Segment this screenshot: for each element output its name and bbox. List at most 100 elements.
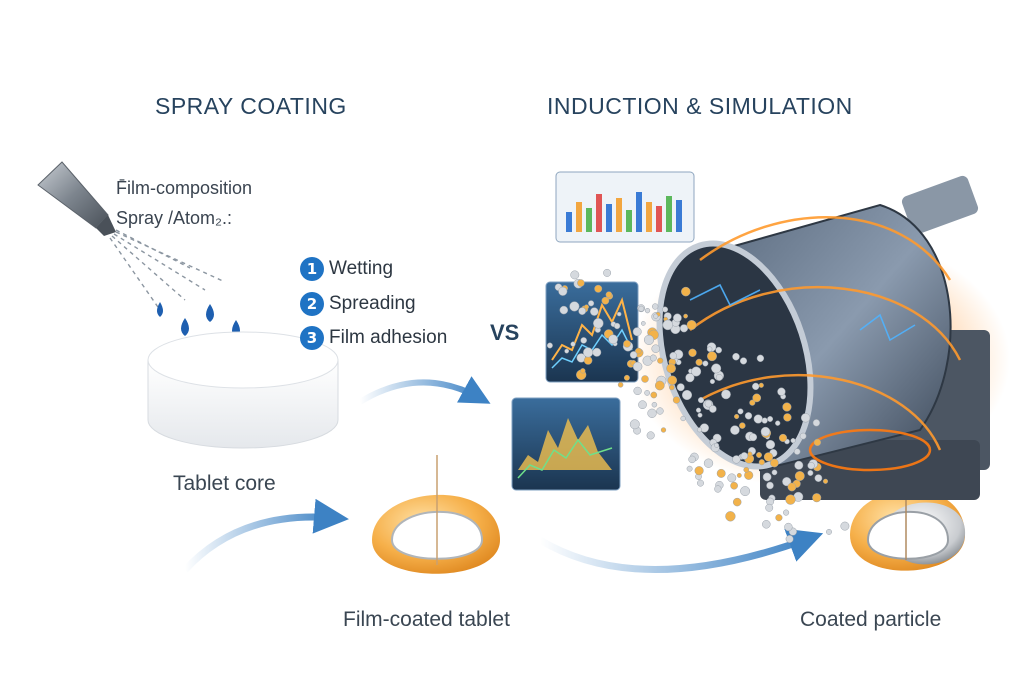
particle [732, 352, 740, 361]
particle [711, 363, 722, 374]
particle [578, 307, 587, 315]
particle [739, 422, 746, 429]
step-label: Wetting [329, 258, 394, 279]
particle [694, 466, 704, 476]
particle [763, 452, 774, 462]
particle [740, 486, 751, 497]
particle [703, 458, 714, 468]
panel-bar [576, 202, 582, 232]
particle [605, 291, 613, 298]
particle [680, 415, 686, 422]
particle [593, 318, 604, 329]
particle [749, 399, 756, 406]
particle [752, 382, 760, 391]
particle [662, 306, 669, 313]
particle [651, 401, 658, 408]
particle [752, 393, 762, 403]
particle [588, 300, 595, 307]
step-number-badge: 2 [300, 292, 324, 316]
particle [721, 389, 731, 400]
particle [646, 431, 655, 440]
particle [594, 284, 603, 293]
particle [584, 304, 589, 310]
particle [783, 413, 792, 422]
particle [676, 383, 685, 392]
particle [714, 442, 720, 448]
particle [608, 334, 618, 345]
particle [765, 439, 776, 450]
particle [592, 347, 602, 357]
particle [697, 412, 703, 418]
particle [840, 521, 850, 531]
particle [638, 400, 647, 410]
particle [807, 470, 814, 476]
particle [794, 460, 804, 470]
particle [714, 485, 722, 493]
particle [709, 378, 715, 385]
particle [706, 346, 713, 352]
panel-bar [596, 194, 602, 232]
step-label: Spreading [329, 293, 416, 314]
label-tablet-core: Tablet core [173, 472, 276, 495]
heading-induction-simulation: INDUCTION & SIMULATION [547, 93, 853, 119]
particle [762, 520, 771, 529]
particle [673, 313, 682, 323]
particle [688, 348, 697, 357]
flow-arrow-icon [538, 528, 824, 573]
particle [669, 352, 677, 360]
label-coated-particle: Coated particle [800, 608, 942, 631]
particle [732, 455, 741, 464]
particle [807, 461, 815, 470]
particle [601, 296, 610, 305]
particle [632, 361, 643, 372]
particle [760, 426, 771, 437]
particle [756, 354, 765, 362]
step-film-adhesion: 3 Film adhesion [300, 326, 447, 350]
particle [638, 305, 645, 312]
particle [629, 351, 638, 359]
particle [691, 366, 702, 377]
particle [654, 380, 665, 391]
particle [775, 514, 783, 522]
particle [761, 417, 768, 424]
particle [657, 357, 664, 364]
particle [559, 305, 569, 315]
particle [725, 511, 736, 522]
particle [651, 344, 660, 353]
particle [702, 360, 709, 367]
particle [635, 347, 642, 355]
particle-stream [546, 268, 850, 543]
particle [685, 373, 695, 383]
particle [558, 286, 568, 296]
particle [799, 432, 807, 440]
particle [762, 472, 772, 482]
particle [814, 474, 823, 482]
particle [758, 459, 765, 466]
particle [771, 469, 778, 476]
particle [756, 452, 762, 458]
particle [793, 448, 801, 455]
particle [583, 347, 594, 358]
particle [767, 416, 774, 422]
spray-mist [109, 229, 226, 311]
particle [782, 477, 792, 487]
panel-bar [586, 208, 592, 232]
particle [770, 458, 779, 468]
particle [688, 455, 696, 464]
particle [643, 334, 655, 345]
coated-particle-icon [850, 470, 966, 571]
particle [580, 337, 587, 344]
particle [716, 468, 726, 478]
particle [570, 341, 576, 347]
particle [644, 390, 650, 396]
particle [679, 324, 689, 333]
particle [686, 320, 697, 330]
particle [652, 303, 659, 310]
particle [623, 339, 631, 348]
particle [749, 433, 758, 442]
chart-panel-icon [545, 281, 639, 383]
particle [683, 313, 688, 319]
particle [812, 419, 821, 427]
particle [730, 481, 738, 490]
particle [660, 427, 667, 433]
